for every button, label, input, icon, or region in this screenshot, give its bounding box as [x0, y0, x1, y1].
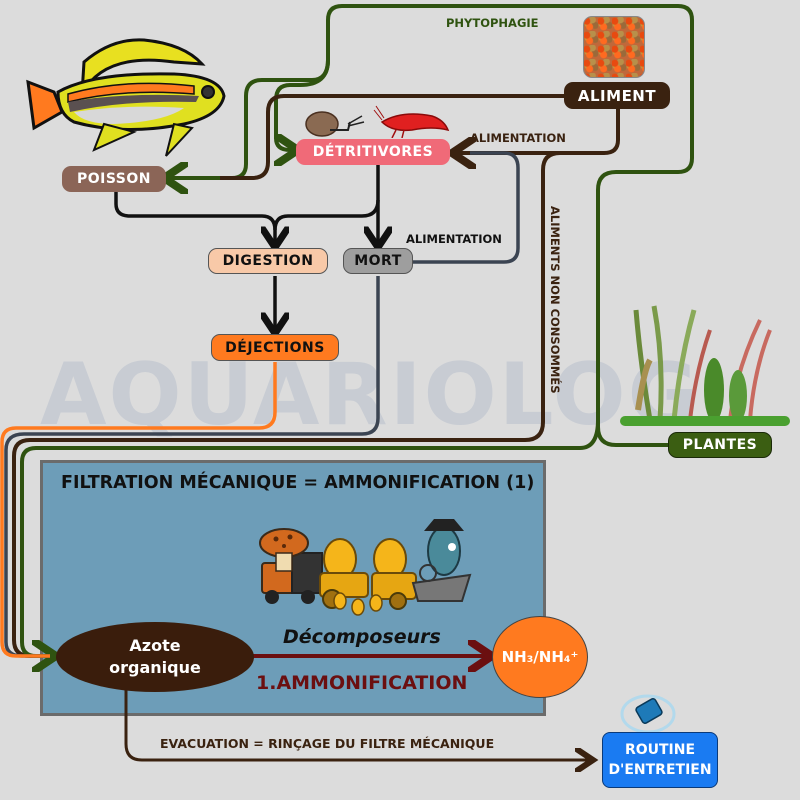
decomposers-illustration — [259, 519, 472, 616]
fish-illustration — [26, 38, 226, 157]
azote-line2: organique — [109, 658, 201, 677]
filter-box-title: FILTRATION MÉCANIQUE = AMMONIFICATION (1… — [61, 473, 535, 493]
node-aliment: ALIMENT — [564, 82, 670, 109]
azote-line1: Azote — [129, 636, 181, 656]
label-evacuation: EVACUATION = RINÇAGE DU FILTRE MÉCANIQUE — [160, 736, 495, 751]
plants-illustration — [620, 305, 790, 426]
label-alimentation-top: ALIMENTATION — [470, 131, 566, 145]
node-digestion: DIGESTION — [208, 248, 328, 274]
nh3-label: NH₃/NH₄⁺ — [501, 648, 579, 666]
routine-line1: ROUTINE — [624, 741, 696, 758]
label-ammonification: 1.AMMONIFICATION — [256, 672, 468, 694]
node-dejections: DÉJECTIONS — [211, 334, 339, 361]
node-poisson: POISSON — [62, 166, 166, 192]
node-routine-entretien: ROUTINE D'ENTRETIEN — [602, 732, 718, 788]
label-alimentation-mort: ALIMENTATION — [406, 232, 502, 246]
snail-illustration — [305, 111, 365, 137]
routine-line2: D'ENTRETIEN — [608, 762, 712, 778]
node-mort: MORT — [343, 248, 413, 274]
node-plantes: PLANTES — [668, 432, 772, 458]
node-nh3-nh4: NH₃/NH₄⁺ — [492, 616, 588, 698]
node-detritivores: DÉTRITIVORES — [296, 139, 450, 165]
filter-sponge-illustration — [620, 694, 676, 734]
food-pellets-image — [583, 16, 645, 78]
label-aliments-non-consommes: ALIMENTS NON CONSOMMÉS — [548, 206, 562, 394]
node-azote-organique: Azote organique — [56, 622, 254, 692]
label-decomposeurs: Décomposeurs — [283, 626, 441, 648]
label-phytophagie: PHYTOPHAGIE — [446, 16, 539, 30]
shrimp-illustration — [373, 105, 450, 138]
